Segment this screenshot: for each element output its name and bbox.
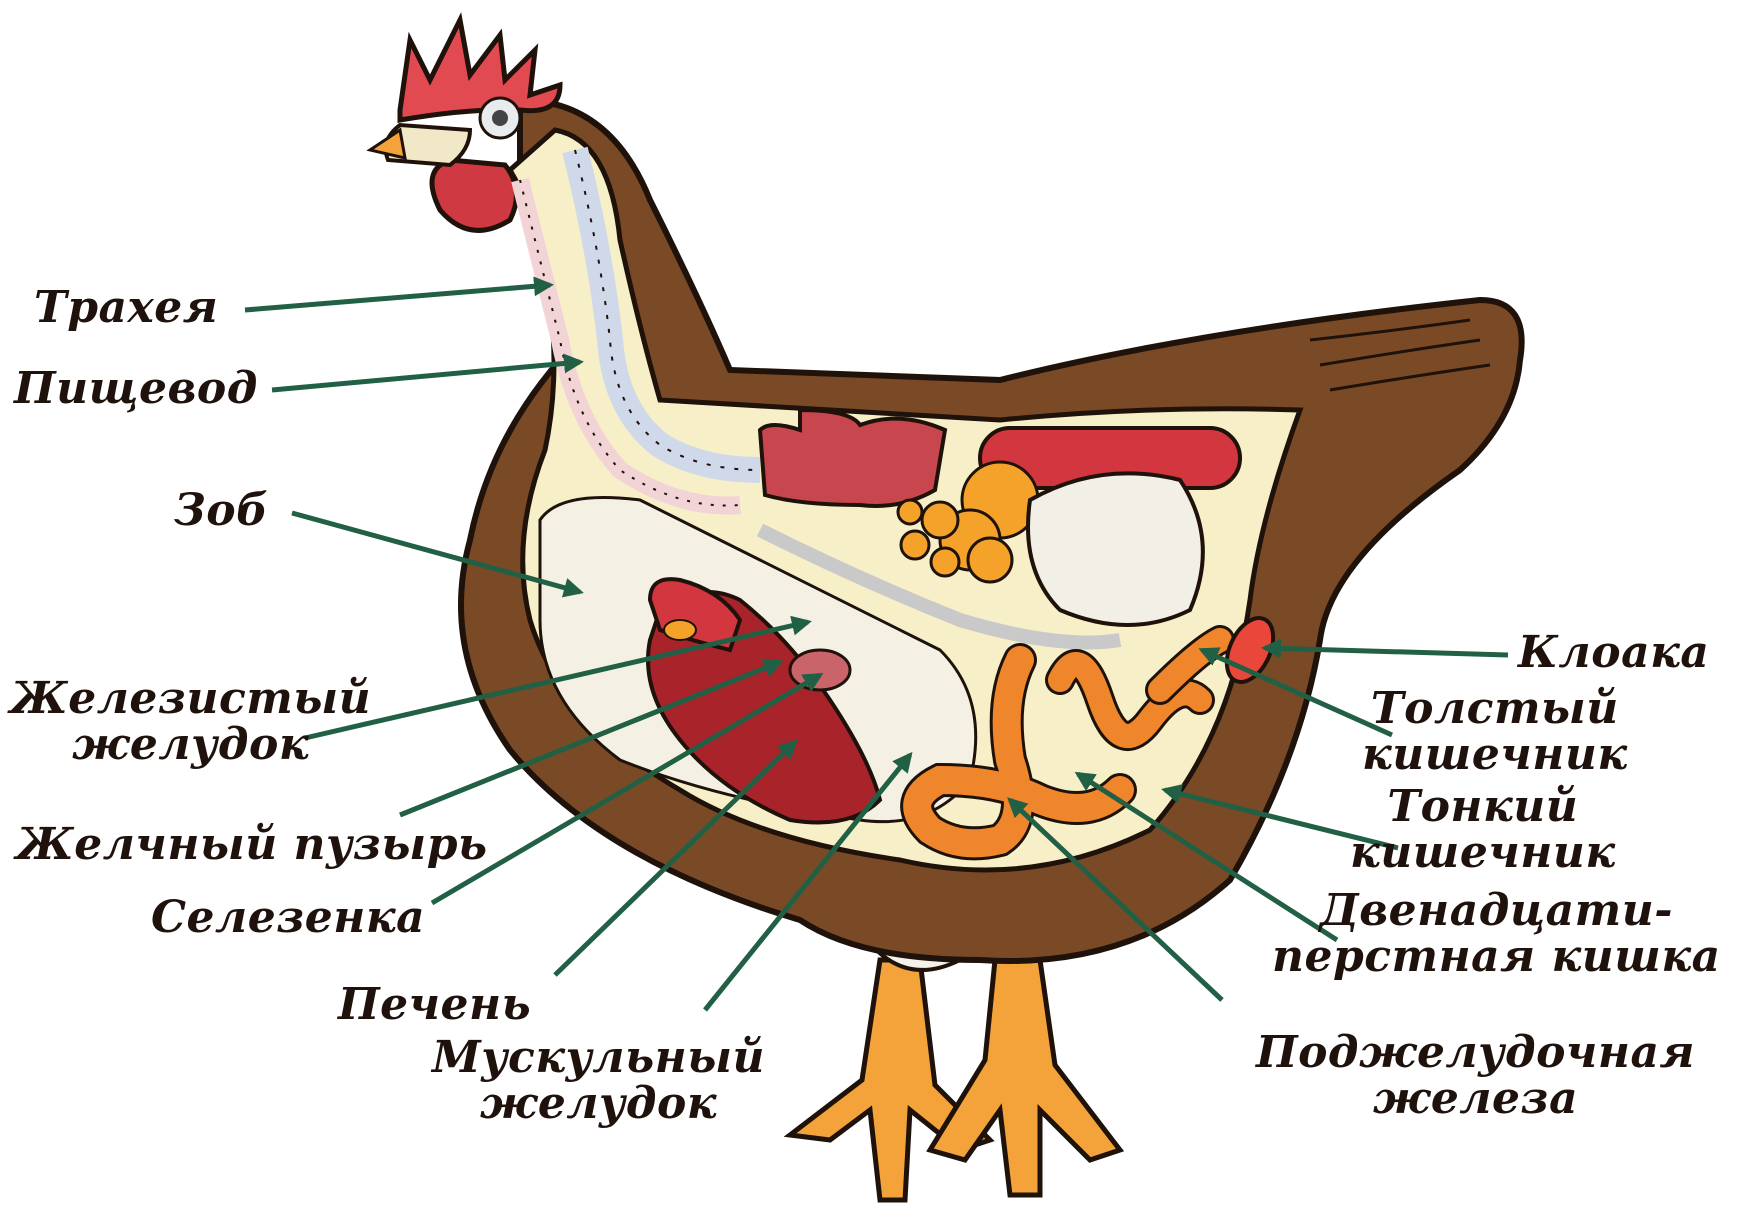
label-gallbladder: Желчный пузырь — [16, 822, 488, 868]
label-spleen: Селезенка — [151, 895, 425, 941]
label-small-intestine: Тонкий кишечник — [1350, 784, 1616, 876]
gizzard-organ — [790, 650, 850, 690]
label-duodenum: Двенадцати- перстная кишка — [1272, 888, 1721, 980]
label-crop: Зоб — [174, 488, 268, 534]
label-esophagus: Пищевод — [14, 366, 258, 412]
label-gizzard: Мускульный желудок — [432, 1035, 765, 1127]
label-pancreas: Поджелудочная железа — [1256, 1030, 1695, 1122]
label-proventriculus: Железистый желудок — [10, 676, 371, 768]
spleen-organ — [664, 620, 696, 640]
oviduct — [1028, 473, 1203, 625]
label-liver: Печень — [338, 982, 531, 1028]
label-trachea: Трахея — [34, 285, 218, 331]
label-large-intestine: Толстый кишечник — [1362, 686, 1628, 778]
label-cloaca: Клоака — [1518, 630, 1709, 676]
